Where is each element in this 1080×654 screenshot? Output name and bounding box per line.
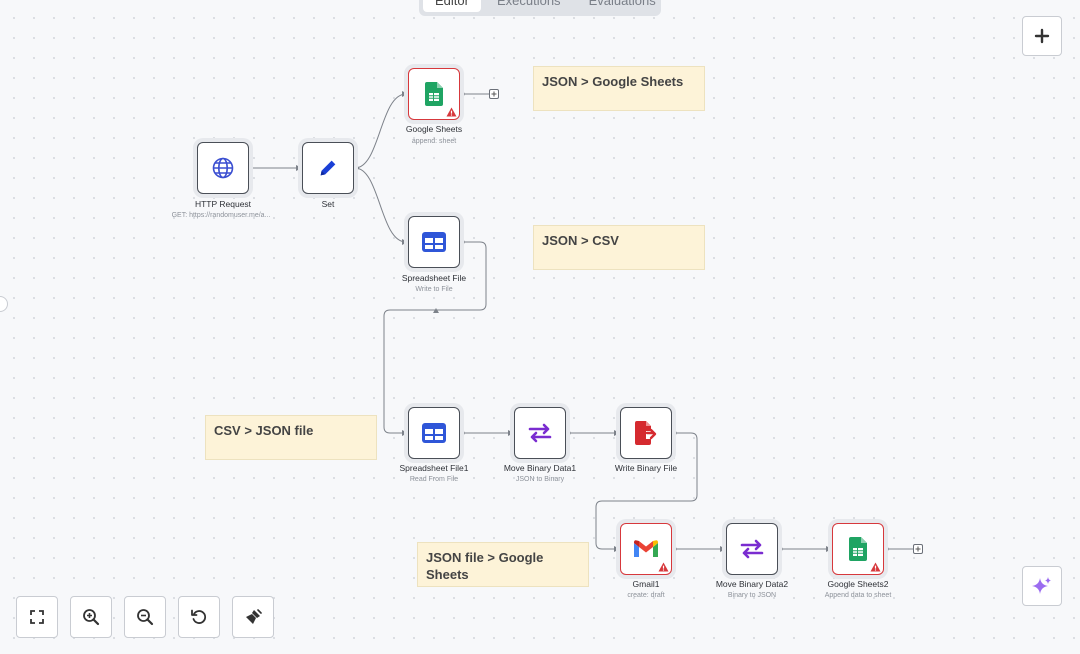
node-google-sheets[interactable]	[408, 68, 460, 120]
node-label-google-sheets: Google Sheets	[405, 124, 463, 134]
zoom-out-icon	[137, 609, 154, 626]
node-http-request[interactable]	[197, 142, 249, 194]
node-label-spreadsheet-file: Spreadsheet File	[401, 273, 467, 283]
add-node-button[interactable]	[1022, 16, 1062, 56]
node-spreadsheet-file1[interactable]	[408, 407, 460, 459]
add-after-google-sheets-button[interactable]	[489, 89, 499, 99]
view-tabs: Editor Executions Evaluations	[419, 0, 661, 16]
node-label-write-binary-file: Write Binary File	[614, 463, 678, 473]
fit-view-icon	[30, 610, 44, 624]
node-label-move-binary-data2: Move Binary Data2	[715, 579, 789, 589]
node-move-binary-data1[interactable]	[514, 407, 566, 459]
add-after-google-sheets2-button[interactable]	[913, 544, 923, 554]
pencil-icon	[320, 160, 336, 176]
node-spreadsheet-file[interactable]	[408, 216, 460, 268]
spreadsheet-icon	[422, 423, 446, 443]
node-write-binary-file[interactable]	[620, 407, 672, 459]
note-csv-json-file[interactable]: CSV > JSON file	[205, 415, 377, 460]
gmail-icon	[634, 540, 658, 557]
node-sub-google-sheets: append: sheet	[411, 138, 457, 145]
node-set[interactable]	[302, 142, 354, 194]
google-sheets-icon	[849, 537, 867, 561]
swap-arrows-icon	[528, 423, 552, 443]
node-sub-move-binary-data1: JSON to Binary	[515, 476, 565, 483]
node-sub-gmail1: create: draft	[627, 592, 665, 599]
note-json-file-google-sheets[interactable]: JSON file > Google Sheets	[417, 542, 589, 587]
node-move-binary-data2[interactable]	[726, 523, 778, 575]
zoom-out-button[interactable]	[124, 596, 166, 638]
plus-icon	[491, 91, 497, 97]
ai-assistant-button[interactable]	[1022, 566, 1062, 606]
zoom-in-icon	[83, 609, 100, 626]
warning-icon	[446, 107, 457, 117]
warning-icon	[658, 562, 669, 572]
zoom-in-button[interactable]	[70, 596, 112, 638]
node-label-gmail1: Gmail1	[632, 579, 660, 589]
node-sub-spreadsheet-file: Write to File	[415, 286, 453, 293]
plus-icon	[915, 546, 921, 552]
node-sub-spreadsheet-file1: Read From File	[409, 476, 459, 483]
tidy-up-button[interactable]	[232, 596, 274, 638]
edge-set-spreadsheet	[354, 167, 407, 243]
tab-evaluations[interactable]: Evaluations	[588, 0, 656, 8]
reset-zoom-button[interactable]	[178, 596, 220, 638]
broom-icon	[246, 609, 262, 624]
node-label-google-sheets2: Google Sheets2	[827, 579, 889, 589]
node-sub-http-request: GET: https://randomuser.me/a...	[171, 212, 271, 219]
node-label-move-binary-data1: Move Binary Data1	[503, 463, 577, 473]
node-label-spreadsheet-file1: Spreadsheet File1	[399, 463, 469, 473]
edge-spreadsheet-loop	[383, 241, 487, 434]
node-label-set: Set	[321, 199, 335, 209]
warning-icon	[870, 562, 881, 572]
spreadsheet-icon	[422, 232, 446, 252]
node-label-http-request: HTTP Request	[194, 199, 252, 209]
file-export-icon	[635, 421, 657, 445]
node-google-sheets2[interactable]	[832, 523, 884, 575]
note-json-csv[interactable]: JSON > CSV	[533, 225, 705, 270]
edge-set-gsheets	[354, 93, 407, 169]
tab-editor[interactable]: Editor	[423, 0, 481, 12]
sparkle-icon	[1032, 577, 1051, 594]
node-gmail1[interactable]	[620, 523, 672, 575]
globe-icon	[212, 157, 234, 179]
swap-arrows-icon	[740, 539, 764, 559]
reset-icon	[191, 609, 207, 624]
note-json-google-sheets[interactable]: JSON > Google Sheets	[533, 66, 705, 111]
fit-view-button[interactable]	[16, 596, 58, 638]
tab-executions[interactable]: Executions	[496, 0, 561, 8]
google-sheets-icon	[425, 82, 443, 106]
edge-wbf-gmail	[595, 432, 698, 550]
plus-icon	[1034, 28, 1050, 44]
node-sub-move-binary-data2: Binary to JSON	[727, 592, 777, 599]
node-sub-google-sheets2: Append data to sheet	[824, 592, 892, 599]
